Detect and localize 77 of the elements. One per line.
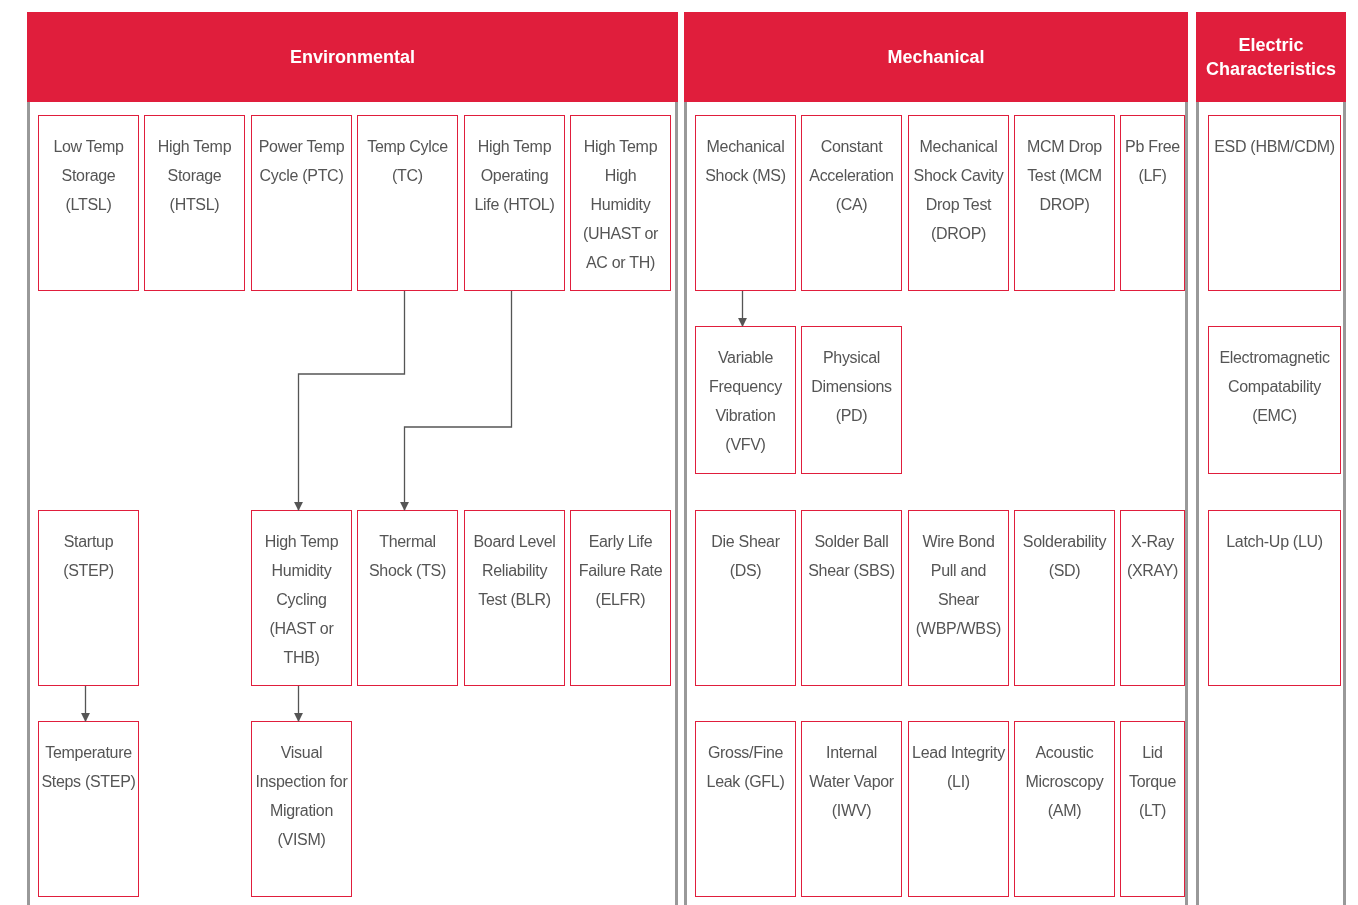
test-name: Low Temp Storage (LTSL) [52,137,125,215]
panel-title: Electric Characteristics [1204,34,1338,81]
test-box [1014,115,1115,291]
category-panel [684,12,1188,905]
test-name: Mechanical Shock (MS) [704,137,787,186]
test-box [357,115,458,291]
test-name: Startup (STEP) [62,532,115,581]
test-name: High Temp Storage (HTSL) [156,137,233,215]
test-name: Temp Cylce (TC) [366,137,449,186]
test-box [695,326,796,474]
test-box [464,510,565,686]
test-box [1120,510,1185,686]
test-name: Wire Bond Pull and Shear (WBP/WBS) [914,532,1003,639]
test-box [1208,510,1341,686]
test-name: Power Temp Cycle (PTC) [257,137,346,186]
test-name: Solder Ball Shear (SBS) [807,532,896,581]
test-name: Board Level Reliability Test (BLR) [472,532,557,610]
test-box [1014,721,1115,897]
test-name: Constant Acceleration (CA) [808,137,895,215]
test-box [908,115,1009,291]
test-box [908,721,1009,897]
test-box [38,115,139,291]
test-box [1014,510,1115,686]
test-name: Early Life Failure Rate (ELFR) [577,532,664,610]
test-box [695,721,796,897]
test-box [251,115,352,291]
test-name: Solderability (SD) [1021,532,1108,581]
test-box [357,510,458,686]
test-name: X-Ray (XRAY) [1125,532,1180,581]
test-box [38,721,139,897]
test-name: Lead Integrity (LI) [911,743,1006,792]
test-name: Mechanical Shock Cavity Drop Test (DROP) [912,137,1005,244]
panel-title: Mechanical [887,46,985,69]
test-name: Internal Water Vapor (IWV) [808,743,895,821]
test-name: Temperature Steps (STEP) [41,743,136,792]
test-box [251,721,352,897]
category-panel [27,12,678,905]
test-box [801,115,902,291]
test-name: Lid Torque (LT) [1127,743,1178,821]
test-box [570,115,671,291]
test-name: Visual Inspection for Migration (VISM) [254,743,349,850]
test-name: MCM Drop Test (MCM DROP) [1026,137,1103,215]
arrow [80,685,91,722]
test-box [144,115,245,291]
test-name: Gross/Fine Leak (GFL) [705,743,786,792]
test-box [464,115,565,291]
test-box [695,510,796,686]
test-box [38,510,139,686]
test-box [251,510,352,686]
test-name: Thermal Shock (TS) [368,532,447,581]
arrow [737,290,748,327]
test-box [695,115,796,291]
arrow [293,290,406,511]
test-box [801,721,902,897]
test-name: Die Shear (DS) [710,532,781,581]
test-box [801,510,902,686]
test-box [908,510,1009,686]
test-box [1120,115,1185,291]
test-name: Physical Dimensions (PD) [810,348,893,426]
test-box [801,326,902,474]
test-name: High Temp High Humidity (UHAST or AC or TH) [581,137,660,273]
test-name: Electromagnetic Compatability (EMC) [1218,348,1331,426]
test-name: High Temp Operating Life (HTOL) [473,137,556,215]
test-box [1208,115,1341,291]
test-name: Latch-Up (LU) [1225,532,1324,552]
test-name: Variable Frequency Vibration (VFV) [708,348,783,455]
category-panel [1196,12,1346,905]
test-box [570,510,671,686]
test-name: ESD (HBM/CDM) [1213,137,1336,157]
panel-title: Environmental [290,46,415,69]
test-name: High Temp Humidity Cycling (HAST or THB) [263,532,340,668]
test-box [1208,326,1341,474]
test-name: Pb Free (LF) [1124,137,1181,186]
test-name: Acoustic Microscopy (AM) [1024,743,1105,821]
arrow [399,290,513,511]
test-box [1120,721,1185,897]
arrow [293,685,304,722]
